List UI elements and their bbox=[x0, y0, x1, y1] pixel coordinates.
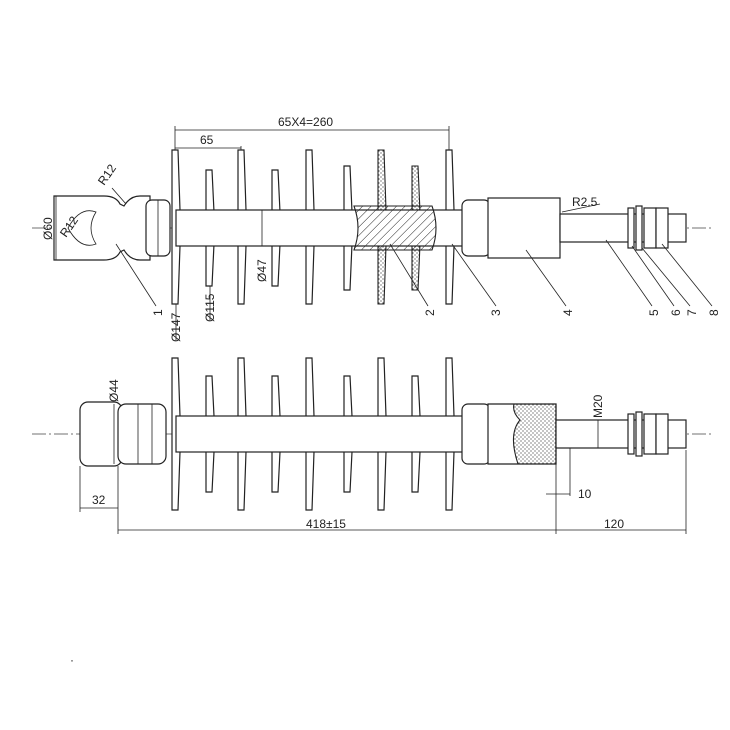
leader-part-2 bbox=[389, 243, 429, 307]
bottom-view bbox=[32, 357, 712, 511]
part-number-4: 4 bbox=[561, 309, 575, 316]
bottom-collar bbox=[117, 403, 167, 465]
top-end-collar bbox=[461, 199, 491, 257]
part-number-3: 3 bbox=[489, 309, 503, 316]
label-d47: Ø47 bbox=[255, 259, 269, 282]
top-washer-1 bbox=[627, 207, 635, 249]
label-d147: Ø147 bbox=[169, 312, 183, 342]
part-number-8: 8 bbox=[707, 309, 721, 316]
label-pitch: 65 bbox=[200, 133, 214, 147]
leader-part-4 bbox=[525, 249, 567, 307]
bottom-nut-1 bbox=[643, 413, 657, 455]
leader-part-1 bbox=[115, 243, 157, 307]
part-number-7: 7 bbox=[685, 309, 699, 316]
top-end-fitting bbox=[53, 195, 151, 261]
label-d115: Ø115 bbox=[203, 293, 217, 322]
top-nut-1 bbox=[643, 207, 657, 249]
leader-part-6 bbox=[631, 245, 675, 307]
label-len10: 10 bbox=[578, 487, 592, 501]
label-d44: Ø44 bbox=[107, 379, 121, 402]
leader-part-3 bbox=[451, 243, 497, 307]
label-len32: 32 bbox=[92, 493, 106, 507]
leader-part-5 bbox=[605, 239, 653, 307]
label-rod-len: 120 bbox=[604, 517, 624, 531]
top-rod-housing bbox=[487, 197, 561, 259]
dimension-labels: 65X4=260 65 R12 R12 Ø60 Ø147 Ø115 Ø47 R2… bbox=[41, 115, 624, 531]
label-r25: R2.5 bbox=[572, 195, 598, 209]
part-number-5: 5 bbox=[647, 309, 661, 316]
top-clevis-slot bbox=[67, 210, 97, 246]
bottom-washer-1 bbox=[627, 413, 635, 455]
stray-mark: · bbox=[70, 653, 74, 667]
bottom-nut-2 bbox=[655, 413, 669, 455]
label-d60: Ø60 bbox=[41, 217, 55, 240]
label-m20: M20 bbox=[591, 394, 605, 418]
top-core-section bbox=[353, 205, 437, 251]
bottom-housing bbox=[175, 415, 467, 453]
top-view bbox=[32, 149, 712, 305]
bottom-rod-housing-section bbox=[512, 403, 557, 465]
bottom-nuts bbox=[627, 411, 669, 457]
bottom-end-fitting bbox=[79, 401, 123, 467]
part-numbers: 1 2 3 4 5 6 7 8 bbox=[151, 309, 721, 316]
part-number-6: 6 bbox=[669, 309, 683, 316]
top-nuts bbox=[627, 205, 669, 251]
label-overall: 418±15 bbox=[306, 517, 346, 531]
label-r12-outer: R12 bbox=[95, 161, 119, 187]
top-nut-2 bbox=[655, 207, 669, 249]
leader-part-8 bbox=[661, 243, 713, 307]
label-total-pitch: 65X4=260 bbox=[278, 115, 333, 129]
dimension-lines bbox=[55, 126, 713, 534]
part-number-2: 2 bbox=[423, 309, 437, 316]
bottom-washer-2 bbox=[635, 411, 643, 457]
dim-r25-leader bbox=[561, 203, 601, 213]
dim-r12-leader bbox=[111, 187, 127, 205]
top-washer-2 bbox=[635, 205, 643, 251]
part-number-1: 1 bbox=[151, 309, 165, 316]
leader-part-7 bbox=[641, 247, 691, 307]
bottom-end-collar bbox=[461, 403, 491, 465]
